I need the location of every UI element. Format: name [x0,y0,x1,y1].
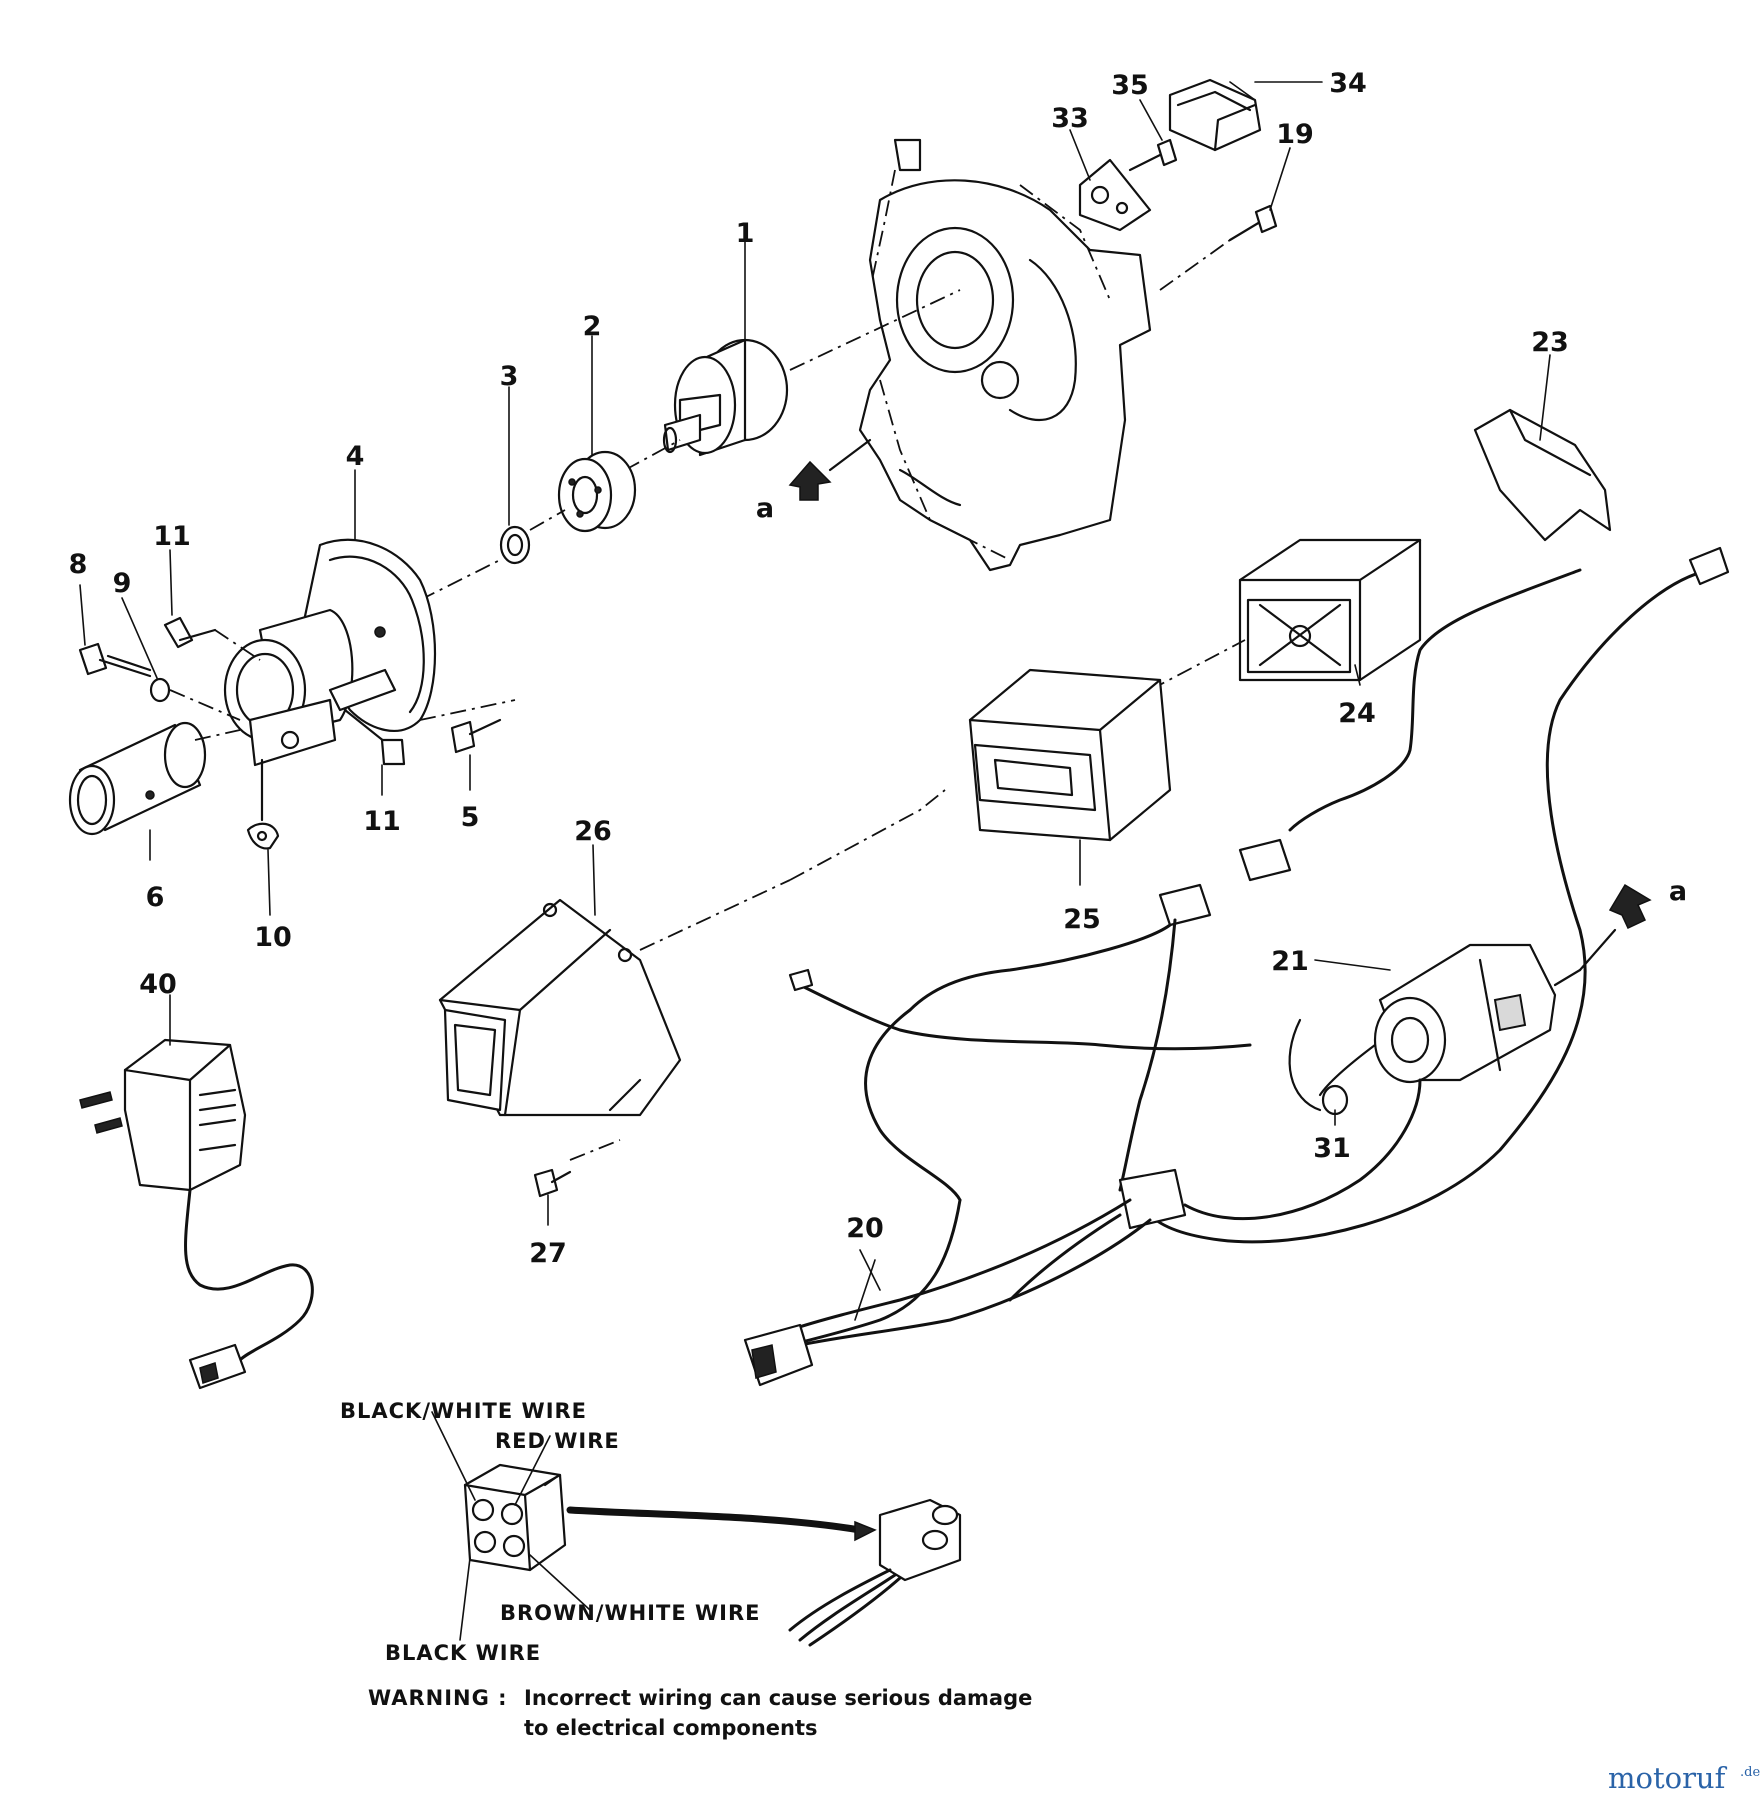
part-label-1: 1 [736,218,755,249]
part-35-screw [1128,138,1178,172]
part-9-washer [149,677,241,721]
part-label-33: 33 [1051,103,1089,134]
part-26-motor-housing [438,789,946,1117]
part-label-40: 40 [139,969,177,1000]
part-label-6: 6 [146,882,165,913]
part-23-cover [1473,408,1612,542]
part-19-screw [1159,204,1278,291]
wire-label-red: RED WIRE [495,1429,620,1453]
part-33-bracket [1078,158,1152,232]
warning-label: WARNING : [368,1686,508,1710]
arrow-marker-left [788,438,872,501]
part-4-gear-cover [223,538,501,767]
warning-line-1: Incorrect wiring can cause serious damag… [524,1686,1032,1710]
part-label-11-lower: 11 [363,806,401,837]
part-11-screw-lower [343,708,406,766]
warning-line-2: to electrical components [524,1716,818,1740]
part-25-coil-housing [968,639,1246,842]
part-2-bearing [557,439,681,533]
part-20-wire-harness [743,546,1730,1387]
wiring-connector-detail [431,1411,962,1647]
part-11-screw-upper [163,616,261,661]
wire-label-brown-white: BROWN/WHITE WIRE [500,1601,760,1625]
part-24-coil [1238,538,1422,682]
arrow-label-left: a [756,493,774,524]
part-label-31: 31 [1313,1133,1351,1164]
wire-label-black-white: BLACK/WHITE WIRE [340,1399,587,1423]
arrow-marker-right [1578,883,1652,972]
warning-note: WARNING : Incorrect wiring can cause ser… [368,1686,1032,1740]
part-6-sleeve [68,721,241,836]
part-label-24: 24 [1338,698,1376,729]
part-40-charger [79,1038,314,1390]
part-labels: 1 2 3 4 5 6 8 9 10 11 11 19 20 21 23 24 [69,68,1687,1321]
part-label-2: 2 [583,311,602,342]
part-3-retaining-ring [499,509,566,565]
part-label-9: 9 [113,568,132,599]
part-label-5: 5 [461,802,480,833]
watermark-sub: .de [1740,1765,1760,1780]
part-21-motor [1288,943,1582,1116]
part-label-27: 27 [529,1238,567,1269]
part-label-21: 21 [1271,946,1309,977]
wire-labels: BLACK/WHITE WIRE RED WIRE BROWN/WHITE WI… [340,1399,760,1665]
watermark: motoruf .de [1608,1761,1760,1795]
part-label-35: 35 [1111,70,1149,101]
part-label-34: 34 [1329,68,1367,99]
part-label-3: 3 [500,361,519,392]
part-1-pinion-gear [662,289,961,457]
watermark-main: motoruf [1608,1761,1728,1795]
part-10-clip [246,758,280,850]
part-label-19: 19 [1276,119,1314,150]
part-27-screw [533,1139,621,1198]
part-label-23: 23 [1531,327,1569,358]
arrow-label-right: a [1669,876,1687,907]
gear-housing [858,138,1152,572]
part-8-screw [78,642,152,678]
part-label-10: 10 [254,922,292,953]
part-label-20: 20 [846,1213,884,1244]
part-label-25: 25 [1063,904,1101,935]
part-label-8: 8 [69,549,88,580]
part-label-11-upper: 11 [153,521,191,552]
part-label-4: 4 [346,441,365,472]
part-34-switch-button [1168,78,1262,152]
wire-label-black: BLACK WIRE [385,1641,541,1665]
part-5-screw [419,699,516,754]
part-label-26: 26 [574,816,612,847]
